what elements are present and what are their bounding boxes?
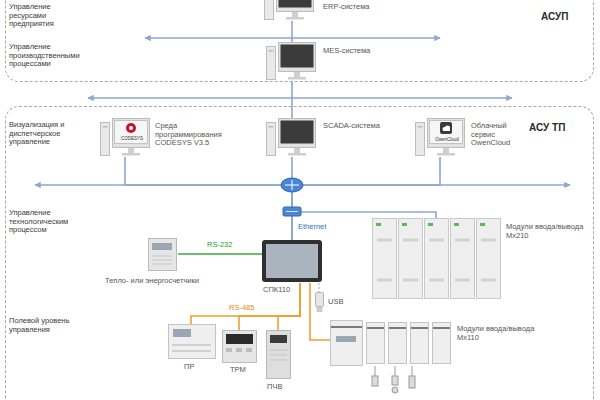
io-module-mx110 xyxy=(331,321,451,366)
panel-controller xyxy=(262,240,322,282)
region-title: АСУП xyxy=(541,11,591,23)
computer-node: Среда программирования CODESYS V3.5CODES… xyxy=(101,119,151,157)
computer-icon xyxy=(267,43,316,80)
computer-node: MES-система xyxy=(267,43,317,81)
switch-icon xyxy=(286,211,298,212)
device-label: СПК110 xyxy=(263,286,299,295)
device-label: ПР xyxy=(184,363,206,372)
owencloud-logo xyxy=(440,122,452,134)
energy-meter xyxy=(149,239,177,271)
owencloud-logo xyxy=(443,129,450,131)
level-label: Визуализация и диспетчерское управление xyxy=(9,121,91,147)
system-label: MES-система xyxy=(323,47,385,56)
connector-line xyxy=(319,283,320,293)
system-region: АСУ ТП Визуализация и диспетчерское управ… xyxy=(5,106,594,400)
sensor-icon xyxy=(372,366,415,393)
meter-node: Тепло- или энергосчетчики xyxy=(149,239,178,272)
device-label: ПЧВ xyxy=(267,383,293,392)
region-title: АСУ ТП xyxy=(529,122,587,134)
level-label: Управление производственными процессами xyxy=(9,43,97,69)
computer-icon xyxy=(267,119,316,156)
system-label: SCADA-система xyxy=(323,122,385,131)
codesys-logo xyxy=(129,126,133,130)
network-bus xyxy=(88,97,512,99)
device-node: ПР xyxy=(169,325,217,360)
computer-icon xyxy=(101,119,150,156)
system-label: Среда программирования CODESYS V3.5 xyxy=(155,122,235,148)
device-label: Модули ввода/вывода Mx210 xyxy=(506,223,590,240)
computer-icon xyxy=(416,119,465,156)
io-module-mx210 xyxy=(373,219,501,299)
device-label: ТРМ xyxy=(230,366,256,375)
device-label: Модули ввода/вывода Mx110 xyxy=(457,325,547,342)
device-label: USB xyxy=(328,298,354,307)
io-module-node: Модули ввода/вывода Mx110 xyxy=(331,321,452,367)
computer-node: SCADA-система xyxy=(267,119,317,157)
connector-line xyxy=(178,253,263,255)
level-label: Полевой уровень управления xyxy=(9,317,71,334)
level-label: Управление технологическим процессом xyxy=(9,209,97,235)
relay-device xyxy=(169,325,216,359)
network-bus xyxy=(145,37,440,39)
device-node: ТРМ xyxy=(223,331,258,364)
device-node: ПЧВ xyxy=(267,331,292,380)
frequency-drive xyxy=(267,331,291,379)
device-label: Тепло- или энергосчетчики xyxy=(105,277,217,286)
codesys-logo xyxy=(126,123,136,133)
usb-stick xyxy=(316,293,324,312)
usb-node: USB xyxy=(316,293,325,313)
switch-icon xyxy=(283,207,301,216)
interface-label: Ethernet xyxy=(297,223,327,232)
io-module-node: Модули ввода/вывода Mx210 xyxy=(373,219,502,300)
connector-line xyxy=(291,81,293,119)
system-label: Облачный сервис OwenCloud xyxy=(471,122,525,148)
connector-line xyxy=(191,283,300,325)
system-region: АСУП Управление ресурсами предприятияУпра… xyxy=(5,0,594,82)
connector-line xyxy=(125,157,292,241)
controller-device xyxy=(223,331,257,363)
router-icon xyxy=(281,178,303,192)
logo-text: OwenCloud xyxy=(430,138,464,143)
router-icon xyxy=(285,180,299,190)
connector-line xyxy=(310,283,331,340)
controller-node: СПК110 xyxy=(263,241,323,283)
computer-node: ERP-система xyxy=(265,0,315,21)
computer-icon xyxy=(265,0,314,20)
logo-text: CODESYS xyxy=(115,137,149,142)
interface-label: RS-232 xyxy=(206,241,233,250)
level-label: Управление ресурсами предприятия xyxy=(9,3,81,29)
computer-node: Облачный сервис OwenCloudOwenCloud xyxy=(416,119,466,157)
connector-line xyxy=(291,21,293,43)
system-label: ERP-система xyxy=(323,3,385,12)
interface-label: RS-485 xyxy=(228,304,255,313)
